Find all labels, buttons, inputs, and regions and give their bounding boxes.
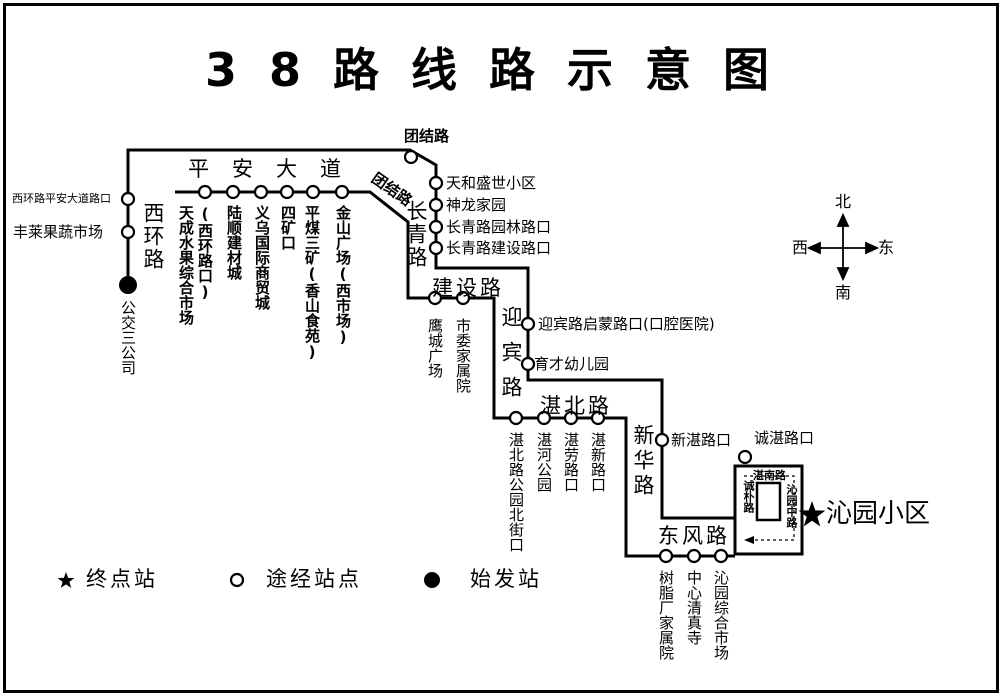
stop-circle-pingmei — [305, 184, 321, 200]
stop-label-lushun: 陆顺建材城 — [225, 205, 243, 280]
legend-via-label: 途经站点 — [266, 567, 362, 591]
stop-circle-zhanlao — [563, 410, 579, 426]
stop-label-qinyuan-market: 沁园综合市场 — [712, 570, 730, 660]
compass-north-label: 北 — [835, 192, 852, 211]
stop-circle-yucai — [520, 356, 536, 372]
road-zhannan: 湛南路 — [753, 469, 786, 482]
stop-label-yingbin-qimeng: 迎宾路启蒙路口(口腔医院) — [538, 315, 715, 333]
road-yingbin: 迎宾路 — [499, 306, 523, 411]
road-qinyuan-zhong: 沁园中路 — [785, 484, 798, 528]
compass-south-label: 南 — [835, 283, 852, 302]
stop-circle-yuanlin — [428, 219, 444, 235]
compass-east-arrow — [865, 241, 880, 255]
road-jianshe: 建设路 — [432, 276, 504, 300]
compass-rose — [806, 212, 880, 282]
road-dongfeng: 东风路 — [658, 524, 730, 548]
stop-circle-lushun — [225, 184, 241, 200]
compass-west-label: 西 — [792, 238, 809, 257]
stop-circle-changqing-jianshe — [428, 240, 444, 256]
compass-south-arrow — [836, 267, 850, 282]
stop-label-tiancheng: 天成水果综合市场 — [177, 205, 195, 325]
stop-label-changqing-jianshe: 长青路建设路口 — [446, 239, 552, 257]
stop-circle-zhanbei-park — [508, 410, 524, 426]
stop-label-zhanbei-park: 湛北路公园北街口 — [507, 432, 525, 552]
stop-label-yucai: 育才幼儿园 — [534, 355, 610, 373]
stop-label-yingcheng: 鹰城广场 — [426, 318, 444, 378]
stop-circle-qingzhensi — [686, 548, 702, 564]
stop-label-tiancheng-note: (西环路口) — [196, 205, 214, 301]
stop-circle-yingcheng — [427, 290, 443, 306]
map-frame — [3, 3, 999, 693]
compass-north-arrow — [836, 212, 850, 227]
stop-label-chengzhan: 诚湛路口 — [754, 429, 815, 447]
stop-label-shenlong: 神龙家园 — [446, 196, 507, 214]
stop-label-tianhe: 天和盛世小区 — [446, 174, 537, 192]
loop-rect — [733, 464, 804, 556]
road-changqing: 长青路 — [404, 200, 428, 269]
stop-circle-xinzhan — [654, 432, 670, 448]
route-main-line — [126, 148, 735, 520]
stop-label-qingzhensi: 中心清真寺 — [685, 570, 703, 645]
stop-circle-yingbin-qimeng — [520, 316, 536, 332]
stop-label-yiwu: 义乌国际商贸城 — [253, 205, 271, 310]
stop-label-zhanxin: 湛新路口 — [589, 432, 607, 492]
stop-circle-xihuan-pingan — [120, 191, 136, 207]
stop-label-shiwei: 市委家属院 — [454, 318, 472, 393]
road-pingan: 平安大道 — [188, 157, 364, 181]
legend-terminal-label: 终点站 — [86, 567, 158, 591]
stop-label-zhanhe: 湛河公园 — [535, 432, 553, 492]
stop-label-terminal: 沁园小区 — [826, 499, 931, 529]
stop-circle-jinshan — [334, 184, 350, 200]
road-xihuan: 西环路 — [141, 202, 165, 271]
stop-circle-shiwei — [455, 290, 471, 306]
stop-label-pingmei-note: (香山食苑) — [303, 265, 321, 361]
loop-inner-dashed — [744, 475, 795, 541]
stop-circle-qinyuan-market — [713, 548, 729, 564]
stop-circle-chengzhan — [737, 449, 753, 465]
stop-label-sikuang: 四矿口 — [279, 205, 297, 250]
start-stop-marker — [119, 276, 137, 294]
stop-label-xihuan-pingan: 西环路平安大道路口 — [12, 192, 111, 205]
loop-arrow — [744, 536, 754, 544]
legend-start-symbol — [424, 572, 440, 588]
route-branch-line — [175, 190, 735, 558]
stop-label-pingmei: 平煤三矿 — [303, 205, 321, 265]
stop-label-jinshan: 金山广场 — [334, 205, 352, 265]
stop-circle-zhanxin — [590, 410, 606, 426]
map-title: 38路线路示意图 — [204, 43, 801, 97]
loop-inner-box — [755, 481, 782, 522]
compass-east-label: 东 — [878, 238, 895, 257]
legend-start-label: 始发站 — [470, 567, 542, 591]
legend-via-symbol — [229, 572, 245, 588]
stop-circle-tianhe — [428, 175, 444, 191]
road-zhanbei: 湛北路 — [540, 394, 612, 418]
stop-label-start: 公交三公司 — [119, 300, 137, 375]
stop-circle-yiwu — [253, 184, 269, 200]
road-tuanjie: 团结路 — [404, 127, 450, 145]
stop-circle-tiancheng — [197, 184, 213, 200]
stop-circle-shuzhi — [658, 548, 674, 564]
stop-label-fenglai: 丰莱果蔬市场 — [13, 223, 104, 241]
stop-label-zhanlao: 湛劳路口 — [562, 432, 580, 492]
stop-circle-tuanjie — [403, 149, 419, 165]
stop-circle-fenglai — [120, 224, 136, 240]
road-xinhua: 新华路 — [631, 424, 655, 499]
stop-label-jinshan-note: (西市场) — [334, 265, 352, 346]
stop-circle-shenlong — [428, 197, 444, 213]
stop-label-yuanlin: 长青路园林路口 — [446, 218, 552, 236]
terminal-star-icon — [798, 501, 826, 527]
legend-terminal-star-icon — [57, 572, 75, 588]
stop-label-xinzhan: 新湛路口 — [671, 431, 732, 449]
compass-west-arrow — [806, 241, 821, 255]
stop-circle-sikuang — [279, 184, 295, 200]
stop-circle-zhanhe — [536, 410, 552, 426]
road-chengpu: 诚朴路 — [742, 480, 755, 513]
stop-label-shuzhi: 树脂厂家属院 — [657, 570, 675, 660]
